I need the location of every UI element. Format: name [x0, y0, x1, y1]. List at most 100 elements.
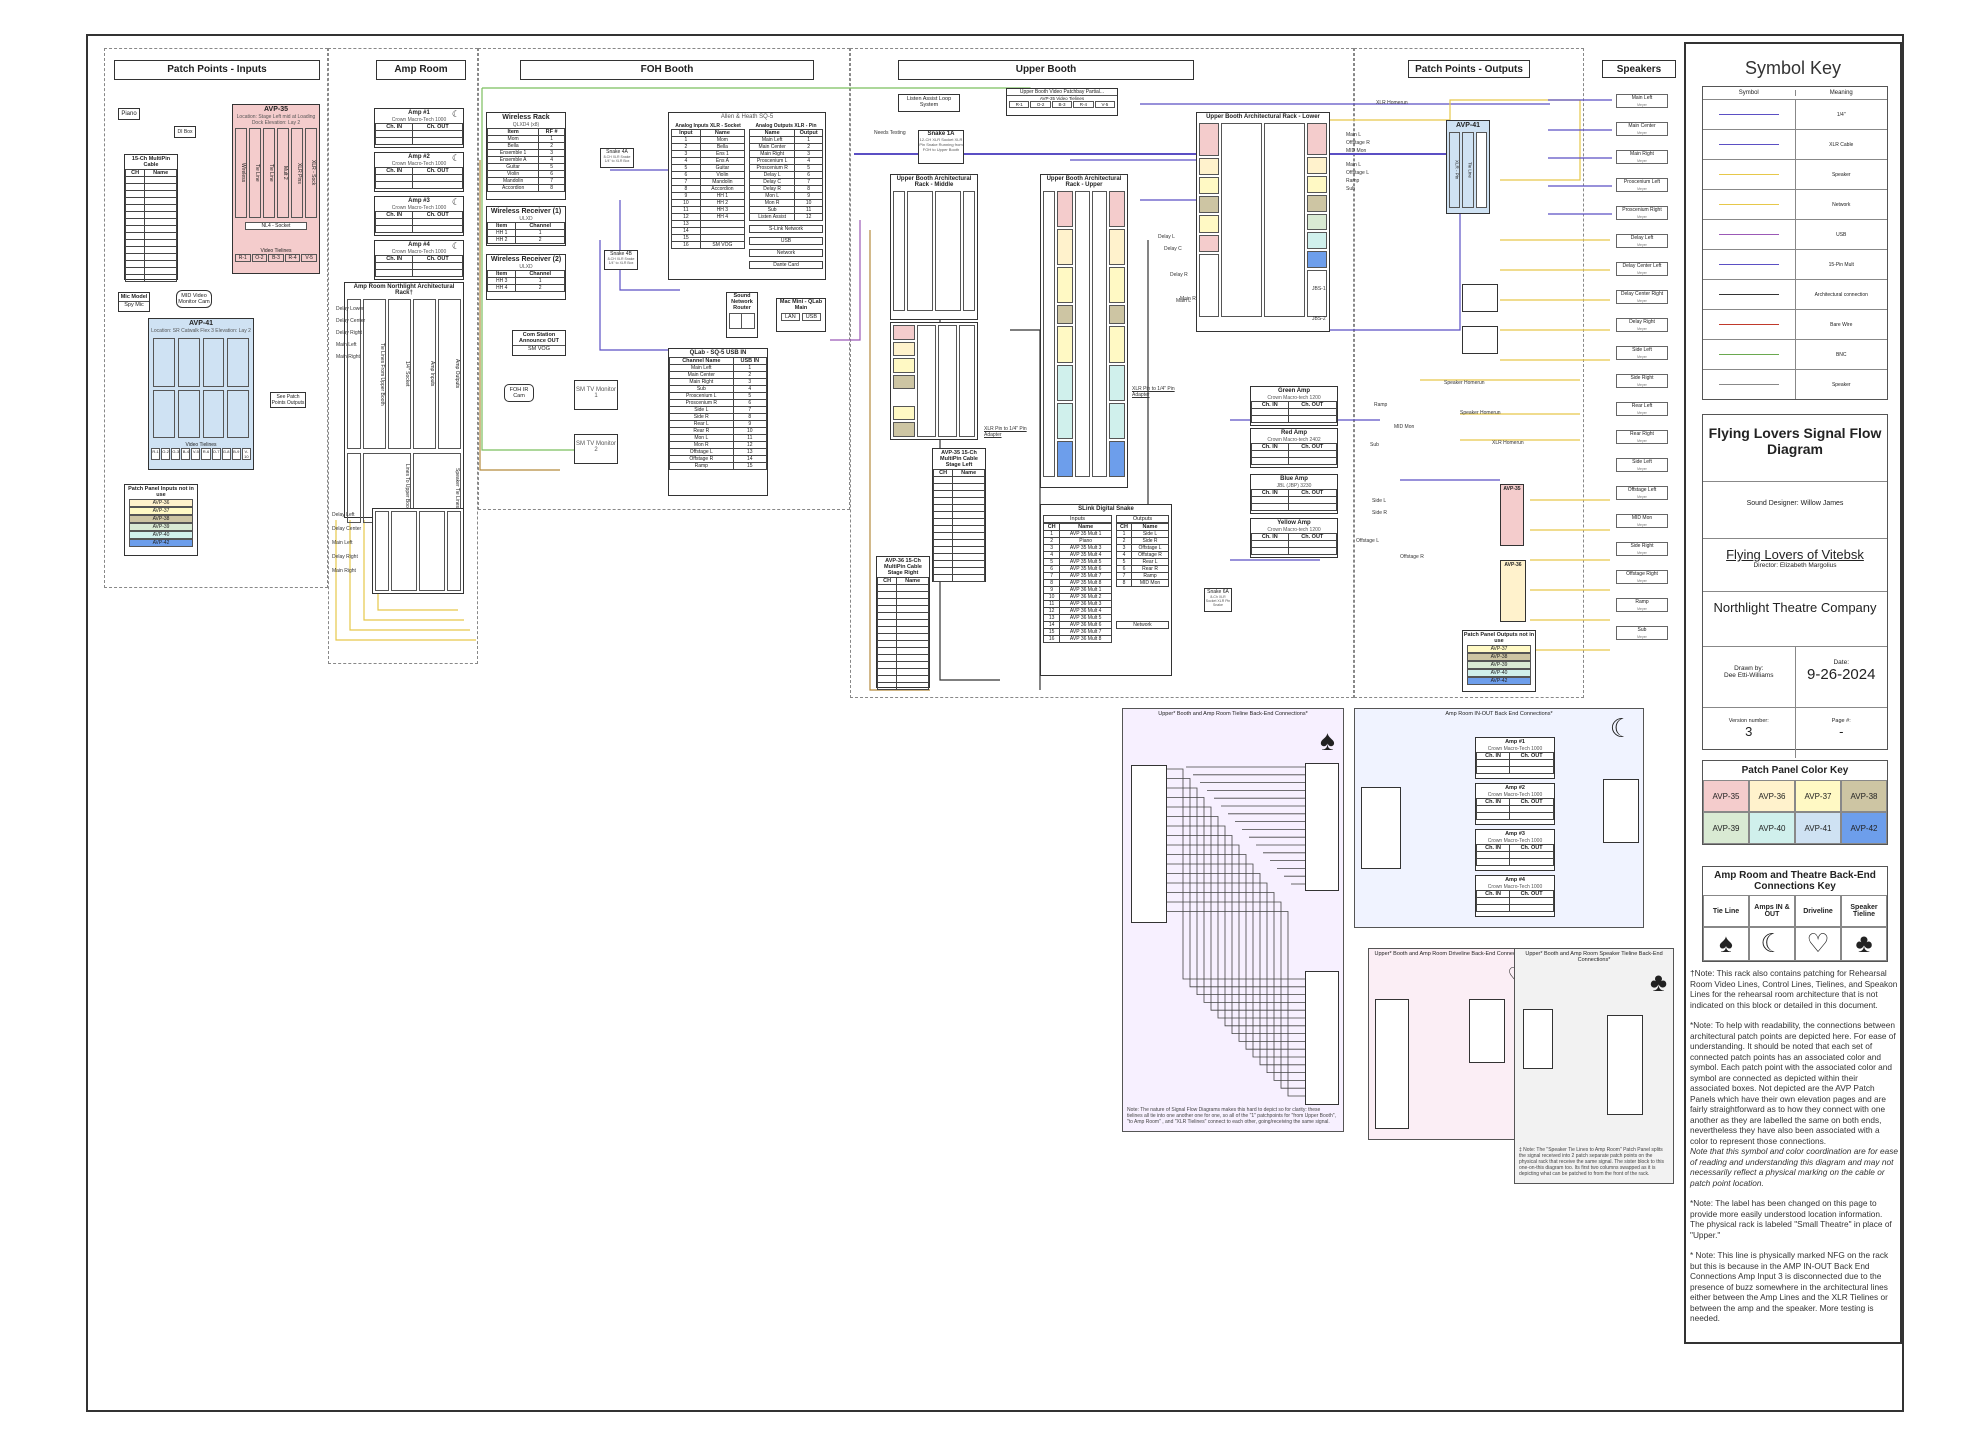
- color-key-cell: AVP-38: [1841, 780, 1887, 812]
- table-cell: [932, 476, 954, 484]
- note-readability: *Note: To help with readability, the con…: [1690, 1020, 1896, 1146]
- table-row: [932, 504, 985, 512]
- table-cell: [374, 269, 414, 277]
- table-row: [932, 518, 985, 526]
- mid-mon-label: MID Mon: [1394, 424, 1415, 430]
- upper-video-port: R-4: [1073, 101, 1094, 108]
- snake-4a-sub: 8-CH XLR Snake 1/4" to XLR Box: [603, 155, 631, 163]
- symbol-2-icon: [1703, 160, 1796, 189]
- avp41-video-port: B-4: [181, 448, 191, 460]
- table-cell: [932, 553, 954, 561]
- table-cell: Ens 1: [699, 150, 746, 158]
- upper-wire-label: Side R: [1372, 510, 1388, 516]
- table-row: [1475, 858, 1554, 866]
- amp-col-in: Ch. IN: [1251, 443, 1289, 451]
- symbol-meaning: Bare Wire: [1830, 321, 1853, 328]
- amp-wire-label: Main Right: [332, 568, 356, 574]
- table-row: [124, 239, 177, 247]
- table-cell: 5: [671, 164, 701, 172]
- table-cell: 4: [794, 157, 823, 165]
- upper-wire-label: Offstage R: [1346, 140, 1370, 146]
- table-cell: HH 2: [486, 236, 517, 244]
- backend-key-title: Amp Room and Theatre Back-End Connection…: [1714, 870, 1876, 892]
- table-cell: 2: [515, 236, 565, 244]
- table-cell: [952, 539, 985, 547]
- ah-in-col-name: Name: [699, 129, 746, 137]
- avp41-video-port: G-3: [171, 448, 181, 460]
- xlr-homerun-label: XLR Homerun: [1376, 100, 1408, 106]
- symbol-line: [1719, 174, 1779, 175]
- table-row: [932, 497, 985, 505]
- table-cell: [144, 204, 177, 212]
- amp-col-out: Ch. OUT: [1509, 844, 1554, 852]
- table-cell: AVP 36 Mult 6: [1059, 621, 1112, 629]
- see-patch-label: See Patch Points Outputs: [271, 394, 305, 406]
- table-row: [876, 619, 929, 627]
- table-cell: Offstage R: [669, 455, 734, 463]
- avp35-mp-col-name: Name: [952, 469, 985, 477]
- amp-title: Red Amp: [1280, 430, 1308, 436]
- table-cell: Ensemble A: [486, 156, 540, 164]
- table-row: [932, 546, 985, 554]
- table-cell: [1287, 540, 1338, 548]
- symbol-9-icon: [1703, 370, 1796, 399]
- table-cell: 2: [1042, 537, 1061, 545]
- table-cell: AVP 35 Mult 4: [1059, 551, 1112, 559]
- tieline-wire: [1167, 835, 1305, 1034]
- table-cell: [876, 584, 898, 592]
- symbol-meaning: USB: [1836, 231, 1847, 238]
- table-cell: [896, 668, 929, 676]
- amp-col-in: Ch. IN: [1475, 844, 1511, 852]
- backend-connections-key: Amp Room and Theatre Back-End Connection…: [1702, 866, 1888, 962]
- foh-ir-cam: FOH IR Cam: [504, 384, 534, 402]
- avp35-nl4: NL4 - Socket: [245, 222, 307, 230]
- table-row: [124, 204, 177, 212]
- table-cell: [412, 269, 463, 277]
- pp-not-item: AVP-36: [129, 499, 193, 507]
- ah-dante: Dante Card: [749, 261, 823, 269]
- sound-net-label: Sound Network Router: [731, 293, 753, 311]
- table-cell: AVP 36 Mult 8: [1059, 635, 1112, 643]
- table-cell: 9: [794, 192, 823, 200]
- upper-wire-label: Main R: [1180, 296, 1196, 302]
- wr-col-item: Item: [486, 128, 540, 136]
- table-cell: [144, 176, 177, 184]
- table-cell: 10: [794, 199, 823, 207]
- foh-booth-region: [478, 48, 850, 510]
- upper-wire-label: Offstage L: [1356, 538, 1379, 544]
- table-cell: 11: [1042, 600, 1061, 608]
- table-cell: Delay C: [748, 178, 796, 186]
- amp-col-out: Ch. OUT: [1509, 798, 1554, 806]
- speaker-name: Rear Left: [1631, 403, 1653, 409]
- amp-sub: JBL (JBP) 3230: [1276, 483, 1312, 489]
- notes: †Note: This rack also contains patching …: [1690, 968, 1898, 1334]
- table-row: [374, 181, 463, 189]
- upper-rack-title: Upper Booth Architectural Rack - Upper: [1046, 176, 1122, 188]
- upper-rack-upper: Upper Booth Architectural Rack - Upper: [1040, 174, 1128, 488]
- table-cell: [876, 598, 898, 606]
- table-cell: 6: [1042, 565, 1061, 573]
- tieline-wire: [1167, 901, 1305, 1089]
- upper-video-port: R-1: [1009, 101, 1030, 108]
- tieline-wire: [1167, 844, 1305, 1042]
- symbol-line: [1719, 384, 1779, 385]
